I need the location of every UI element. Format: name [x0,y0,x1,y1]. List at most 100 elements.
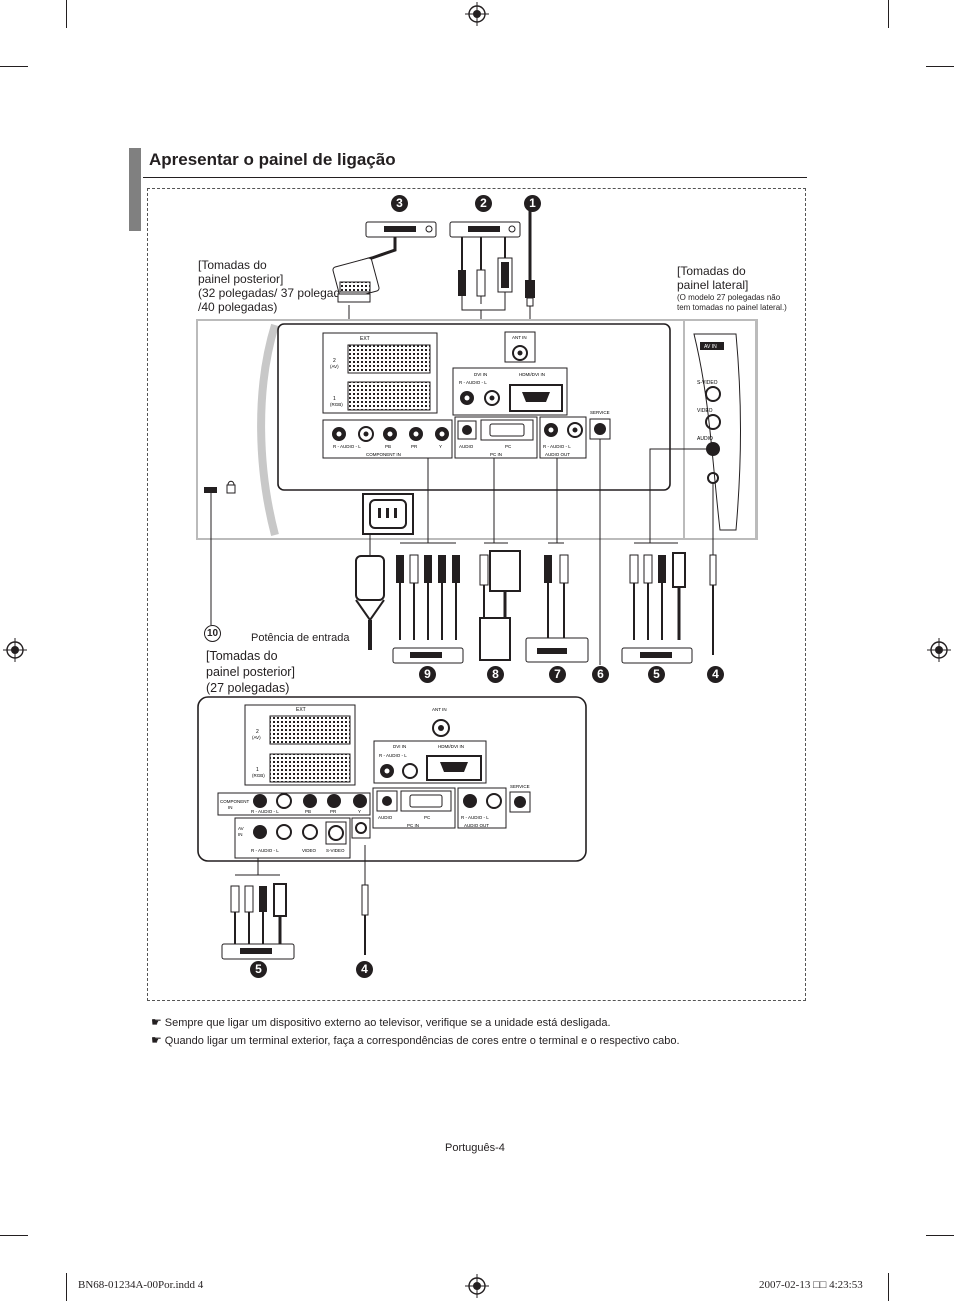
svg-text:EXT: EXT [296,707,306,713]
svg-text:PC IN: PC IN [490,452,502,457]
svg-text:SERVICE: SERVICE [590,410,610,415]
component-cables [392,458,464,664]
svg-text:Y: Y [439,444,442,449]
svg-text:PR: PR [330,809,337,814]
crop-mark [66,0,67,28]
svg-text:IN: IN [238,832,243,837]
rear-panel-27: EXT 2 (AV) 1 (RGB) ANT IN DVI IN HDMI/DV… [197,696,587,862]
rear-panel-27-label: [Tomadas do painel posterior] (27 polega… [206,649,295,695]
badge-4: 4 [707,666,724,683]
svg-text:COMPONENT: COMPONENT [220,799,250,804]
svg-text:PB: PB [305,809,311,814]
badge-5: 5 [648,666,665,683]
badge-8: 8 [487,666,504,683]
registration-mark-icon [465,1274,489,1298]
crop-mark [888,1273,889,1301]
badge-3: 3 [391,195,408,212]
crop-mark [926,1235,954,1236]
registration-mark-icon [927,638,951,662]
badge-2: 2 [475,195,492,212]
note-2: ☛Quando ligar um terminal exterior, faça… [151,1033,680,1047]
badge-7: 7 [549,666,566,683]
svg-text:VIDEO: VIDEO [697,408,713,414]
svg-text:R - AUDIO - L: R - AUDIO - L [379,753,407,758]
svg-text:IN: IN [228,805,233,810]
svg-text:(AV): (AV) [252,735,261,740]
svg-text:AUDIO: AUDIO [378,815,393,820]
power-cord [355,534,385,650]
svg-text:EXT: EXT [360,336,370,342]
svg-text:AUDIO OUT: AUDIO OUT [545,452,570,457]
svg-text:DVI IN: DVI IN [393,744,406,749]
device-3-scart [332,221,437,303]
power-input-label: Potência de entrada [251,632,350,644]
registration-mark-icon [465,2,489,26]
svg-text:AV IN: AV IN [704,344,717,350]
svg-text:COMPONENT IN: COMPONENT IN [366,452,401,457]
page-number: Português-4 [445,1142,505,1154]
svg-text:(AV): (AV) [330,364,339,369]
svg-text:R - AUDIO - L: R - AUDIO - L [461,815,489,820]
page-title: Apresentar o painel de ligação [149,150,396,169]
diagram-frame [147,188,806,1001]
crop-mark [926,66,954,67]
svg-text:R - AUDIO - L: R - AUDIO - L [251,848,279,853]
svg-text:Y: Y [358,809,361,814]
svg-text:ANT IN: ANT IN [432,707,447,712]
imprint-timestamp: 2007-02-13 □□ 4:23:53 [759,1279,863,1291]
headphone-cable [709,483,717,655]
svg-text:PC: PC [505,444,512,449]
badge-10: 10 [204,625,221,642]
svg-text:R - AUDIO - L: R - AUDIO - L [543,444,571,449]
svg-text:AV: AV [238,826,244,831]
pointing-hand-icon: ☛ [151,1033,162,1047]
svg-text:VIDEO: VIDEO [302,848,317,853]
pc-cables [479,458,521,661]
crop-mark [0,66,28,67]
title-rule [143,177,807,178]
svg-text:2: 2 [256,729,259,735]
svg-text:(RGB): (RGB) [252,773,265,778]
panel-27-av-cables [221,858,295,960]
svg-text:HDMI/DVI IN: HDMI/DVI IN [438,744,464,749]
badge-1: 1 [524,195,541,212]
svg-text:SERVICE: SERVICE [510,784,530,789]
imprint-filename: BN68-01234A-00Por.indd 4 [78,1279,204,1291]
svg-text:S-VIDEO: S-VIDEO [326,848,345,853]
audio-out-cables [525,458,589,663]
connection-diagram: EXT 2 (AV) 1 (RGB) ANT IN DVI IN HDMI/DV… [196,210,758,960]
svg-text:PC: PC [424,815,431,820]
svg-text:R - AUDIO - L: R - AUDIO - L [333,444,361,449]
crop-mark [0,1235,28,1236]
pointing-hand-icon: ☛ [151,1015,162,1029]
svg-text:1: 1 [256,767,259,773]
svg-text:PB: PB [385,444,391,449]
registration-mark-icon [3,638,27,662]
side-panel: AV IN S-VIDEO VIDEO AUDIO [683,319,757,540]
side-panel-note: (O modelo 27 polegadas não tem tomadas n… [677,293,787,312]
svg-text:2: 2 [333,358,336,364]
device-2-dvi [449,221,521,304]
svg-text:AUDIO: AUDIO [697,436,713,442]
svg-text:1: 1 [333,396,336,402]
svg-text:R - AUDIO - L: R - AUDIO - L [251,809,279,814]
svg-text:R - AUDIO - L: R - AUDIO - L [459,380,487,385]
side-panel-label: [Tomadas do painel lateral] [677,264,749,292]
title-accent-bar [129,148,141,231]
badge-4-27: 4 [356,961,373,978]
svg-text:PR: PR [411,444,418,449]
svg-text:(RGB): (RGB) [330,402,343,407]
badge-6: 6 [592,666,609,683]
svg-text:S-VIDEO: S-VIDEO [697,380,718,386]
rear-panel-large-label: [Tomadas do painel posterior] (32 polega… [198,258,353,314]
side-av-cables [621,448,713,664]
badge-9: 9 [419,666,436,683]
note-1: ☛Sempre que ligar um dispositivo externo… [151,1015,611,1029]
crop-mark [888,0,889,28]
svg-text:AUDIO: AUDIO [459,444,474,449]
svg-text:AUDIO OUT: AUDIO OUT [464,823,489,828]
svg-text:ANT IN: ANT IN [512,335,527,340]
svg-text:DVI IN: DVI IN [474,372,487,377]
panel-27-headphone-cable [361,845,369,955]
badge-5-27: 5 [250,961,267,978]
